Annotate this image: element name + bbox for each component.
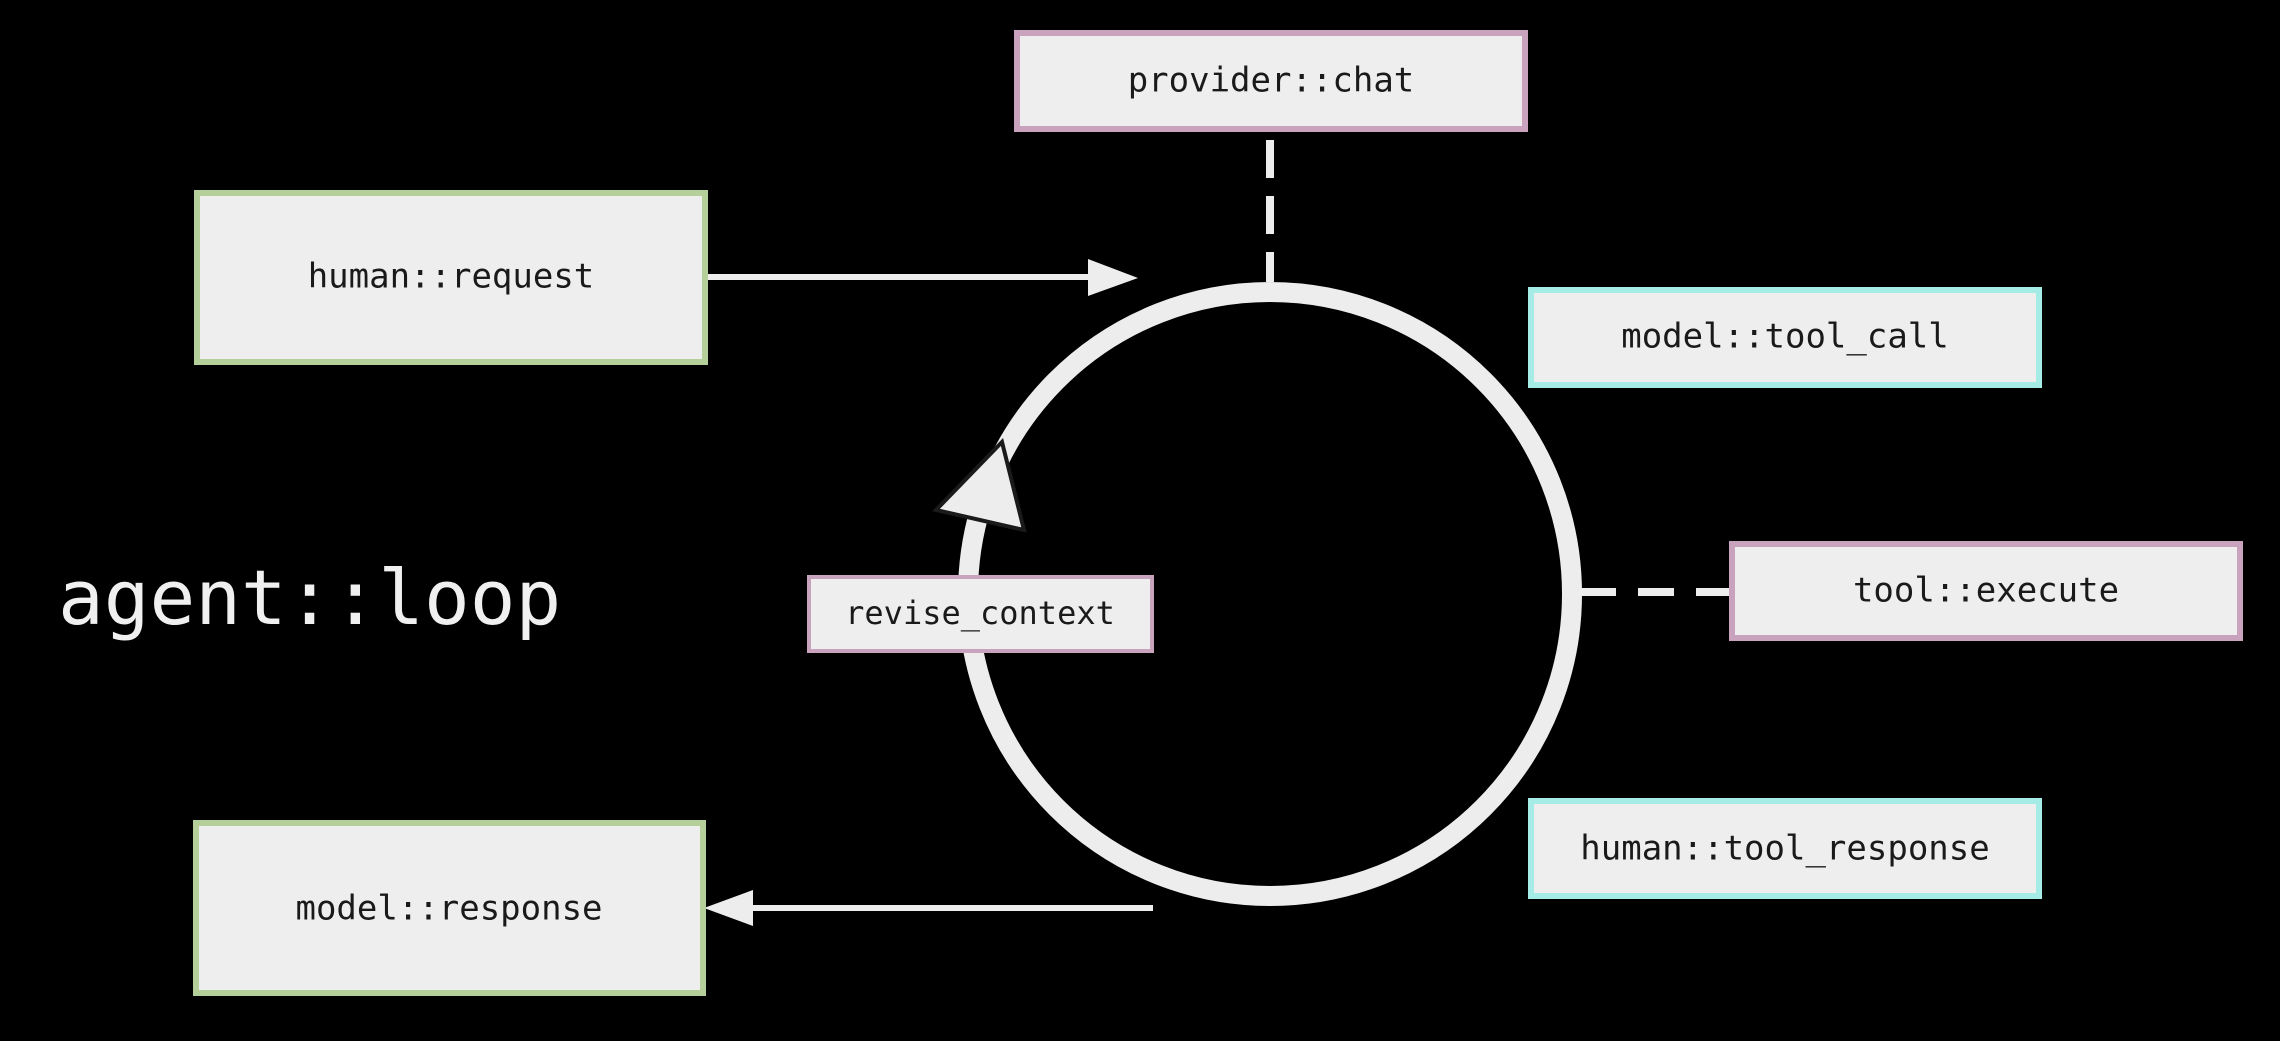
model-tool-call-node: model::tool_call [1528,287,2042,388]
model-response-node: model::response [193,820,706,996]
model-response-box [193,820,706,996]
human-request-node: human::request [194,190,708,365]
provider-chat-label: provider::chat [1128,61,1415,101]
revise-context-label: revise_context [845,594,1115,632]
revise-context-box [807,575,1154,653]
human-tool-response-node: human::tool_response [1528,798,2042,899]
model-tool-call-box [1528,287,2042,388]
human-request-box [194,190,708,365]
provider-chat-node: provider::chat [1014,30,1528,132]
tool-execute-label: tool::execute [1853,571,2119,611]
loop-direction-arrowhead [932,438,1027,533]
human-tool-response-label: human::tool_response [1580,829,1989,869]
provider-chat-box [1014,30,1528,132]
human-tool-response-box [1528,798,2042,899]
request-arrowhead [1088,259,1138,296]
human-request-label: human::request [308,257,595,297]
revise-context-node: revise_context [807,575,1154,653]
tool-execute-box [1729,541,2243,641]
tool-execute-node: tool::execute [1729,541,2243,641]
model-response-label: model::response [295,889,602,929]
response-arrowhead [704,890,753,926]
diagram-title: agent::loop [58,553,561,642]
model-tool-call-label: model::tool_call [1621,317,1949,357]
